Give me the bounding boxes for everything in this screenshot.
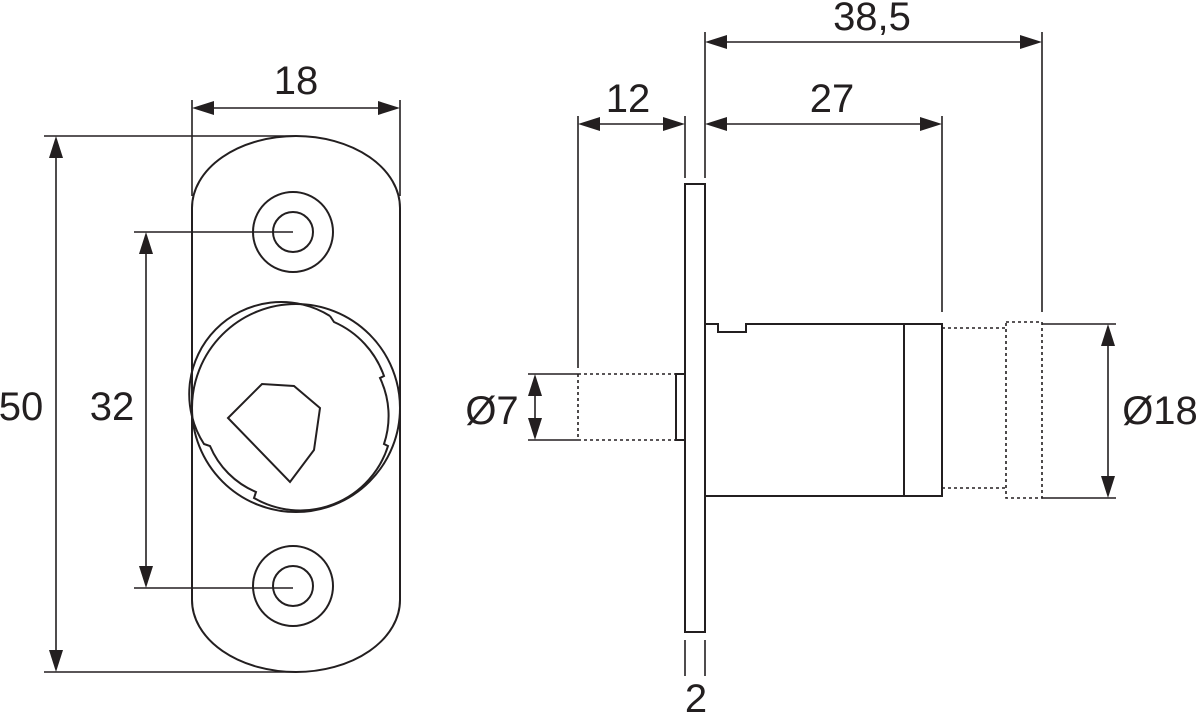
front-height-label: 50	[0, 385, 43, 429]
arrow	[49, 136, 63, 158]
body-length-label: 27	[810, 77, 855, 121]
flange-thickness-label: 2	[685, 677, 707, 716]
side-view: 12 27 38,5 Ø7 Ø18 2	[465, 0, 1197, 716]
pin-collar	[675, 373, 686, 441]
front-view: 18 50 32	[0, 59, 401, 673]
arrow	[378, 101, 400, 115]
arrow	[49, 650, 63, 672]
arrow	[705, 35, 727, 49]
front-plate-outline	[191, 135, 401, 673]
arrow	[578, 117, 600, 131]
arrow	[528, 418, 542, 440]
arrow	[1101, 476, 1115, 498]
lock-body	[705, 323, 943, 497]
bolt-head	[1005, 321, 1043, 499]
arrow	[920, 117, 942, 131]
pin-length-label: 12	[606, 77, 651, 121]
arrow	[705, 117, 727, 131]
total-length-label: 38,5	[833, 0, 911, 39]
body-diameter-label: Ø18	[1122, 389, 1198, 433]
arrow	[663, 117, 685, 131]
arrow	[1101, 324, 1115, 346]
front-width-label: 18	[274, 59, 319, 103]
arrow	[139, 566, 153, 588]
arrow	[192, 101, 214, 115]
arrow	[1020, 35, 1042, 49]
bottom-screw-hole-inner	[272, 565, 314, 607]
bottom-screw-hole-outer	[252, 545, 334, 627]
hole-spacing-label: 32	[90, 385, 135, 429]
lock-cylinder-inner	[188, 301, 390, 512]
key-slot	[226, 382, 322, 484]
arrow	[528, 374, 542, 396]
arrow	[139, 232, 153, 254]
pin-diameter-label: Ø7	[465, 389, 518, 433]
flange	[684, 183, 706, 633]
